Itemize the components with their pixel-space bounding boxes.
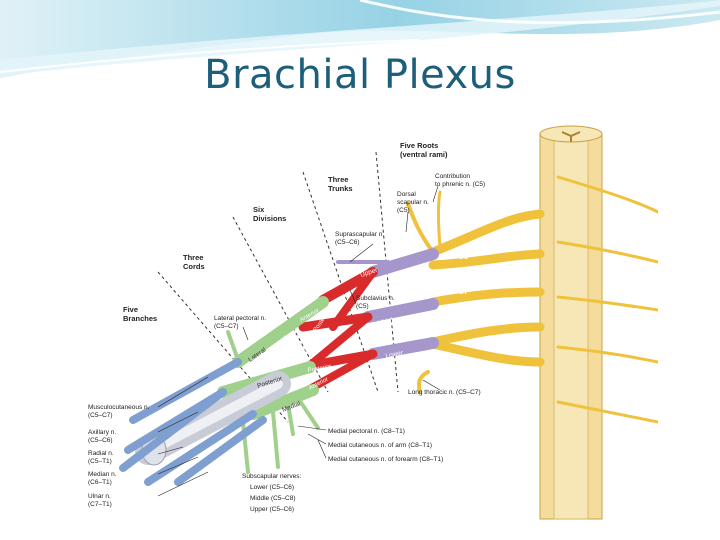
division-label-5: Posterior [307,364,332,374]
heading-cords-line1: Three [183,253,203,262]
divisions [298,267,378,394]
svg-text:Trunks: Trunks [328,184,353,193]
svg-text:Five Roots: Five Roots [400,141,438,150]
svg-text:(C5–C7): (C5–C7) [214,323,239,330]
svg-text:(C5): (C5) [397,207,410,214]
root-label-c8: C8 [450,320,461,329]
terminal-branch-labels: Musculocutaneous n. (C5–C7) Axillary n. … [88,404,150,508]
svg-text:scapular n.: scapular n. [397,199,429,206]
heading-cords-line2: Cords [183,262,205,271]
svg-text:Lower (C5–C6): Lower (C5–C6) [250,484,294,491]
label-medial-cutaneous-arm: Medial cutaneous n. of arm (C8–T1) [328,442,432,449]
label-musculocutaneous-line2: (C5–C7) [88,412,113,419]
svg-text:Five: Five [123,305,138,314]
heading-trunks-line1: Three [328,175,348,184]
label-dorsal-scapular-line2: scapular n. [397,199,429,206]
heading-five-roots-line2: (ventral rami) [400,150,448,159]
trunks [336,248,439,360]
svg-text:(C5–C6): (C5–C6) [335,239,360,246]
label-ulnar-line1: Ulnar n. [88,493,111,500]
svg-text:Cords: Cords [183,262,205,271]
root-labels: C5 C6 C7 C8 T1 [450,223,469,364]
svg-text:Radial n.: Radial n. [88,450,114,457]
heading-branches-line2: Branches [123,314,157,323]
svg-text:Subclavius n.: Subclavius n. [356,295,395,302]
label-medial-pectoral: Medial pectoral n. (C8–T1) [328,428,405,435]
label-axillary-line1: Axillary n. [88,429,116,436]
heading-five-roots-line1: Five Roots [400,141,438,150]
svg-text:(ventral rami): (ventral rami) [400,150,448,159]
label-subclavius-line2: (C5) [356,303,369,310]
heading-trunks-line2: Trunks [328,184,353,193]
label-radial-line2: (C5–T1) [88,458,112,465]
label-median-line1: Median n. [88,471,117,478]
svg-text:Axillary n.: Axillary n. [88,429,116,436]
label-subscapular-lower: Lower (C5–C6) [250,484,294,491]
svg-text:Subscapular nerves:: Subscapular nerves: [242,473,301,480]
spinal-cord [539,125,603,520]
trunk-label-lower: Lower [385,349,405,360]
roots [406,175,658,424]
label-suprascapular-line2: (C5–C6) [335,239,360,246]
label-subscapular-middle: Middle (C5–C8) [250,495,296,502]
svg-text:Musculocutaneous n.: Musculocutaneous n. [88,404,150,411]
trunk-label-middle: Middle [377,316,398,327]
heading-divisions-line2: Divisions [253,214,286,223]
svg-text:Contribution: Contribution [435,173,470,180]
label-ulnar-line2: (C7–T1) [88,501,112,508]
root-label-c7: C7 [458,287,469,296]
label-subclavius-line1: Subclavius n. [356,295,395,302]
label-dorsal-scapular-line3: (C5) [397,207,410,214]
label-radial-line1: Radial n. [88,450,114,457]
label-lateral-pectoral-line2: (C5–C7) [214,323,239,330]
svg-text:Middle (C5–C8): Middle (C5–C8) [250,495,296,502]
svg-text:to phrenic n. (C5): to phrenic n. (C5) [435,181,485,188]
svg-text:Lateral pectoral n.: Lateral pectoral n. [214,315,266,322]
label-suprascapular-line1: Suprascapular n. [335,231,384,238]
label-phrenic-line2: to phrenic n. (C5) [435,181,485,188]
label-long-thoracic: Long thoracic n. (C5–C7) [408,389,481,396]
division-label-4: Posterior [291,343,314,362]
svg-text:(C5): (C5) [356,303,369,310]
svg-text:Six: Six [253,205,265,214]
label-subscapular-heading: Subscapular nerves: [242,473,301,480]
label-subscapular-upper: Upper (C5–C6) [250,506,294,513]
slide-header-swoosh [0,0,720,78]
svg-text:Dorsal: Dorsal [397,191,416,198]
svg-text:Upper (C5–C6): Upper (C5–C6) [250,506,294,513]
svg-text:Three: Three [328,175,348,184]
svg-text:Three: Three [183,253,203,262]
svg-text:(C6–T1): (C6–T1) [88,479,112,486]
root-label-c6: C6 [458,252,469,261]
label-medial-cutaneous-forearm: Medial cutaneous n. of forearm (C8–T1) [328,456,443,463]
svg-text:(C7–T1): (C7–T1) [88,501,112,508]
svg-text:Branches: Branches [123,314,157,323]
nerve-labels: Contribution to phrenic n. (C5) Dorsal s… [214,173,485,513]
division-label-3: Anterior [282,333,304,342]
label-dorsal-scapular-line1: Dorsal [397,191,416,198]
label-musculocutaneous-line1: Musculocutaneous n. [88,404,150,411]
heading-divisions-line1: Six [253,205,265,214]
heading-branches-line1: Five [123,305,138,314]
root-label-t1: T1 [456,355,466,364]
label-median-line2: (C6–T1) [88,479,112,486]
svg-text:Divisions: Divisions [253,214,286,223]
region-headings: Five Roots (ventral rami) Three Trunks S… [123,141,448,323]
svg-text:Ulnar n.: Ulnar n. [88,493,111,500]
label-lateral-pectoral-line1: Lateral pectoral n. [214,315,266,322]
svg-text:(C5–C6): (C5–C6) [88,437,113,444]
leader-lines [157,185,441,497]
svg-text:Median n.: Median n. [88,471,117,478]
brachial-plexus-diagram: Five Roots (ventral rami) Three Trunks S… [88,125,658,520]
root-label-c5: C5 [454,223,465,232]
svg-text:(C5–T1): (C5–T1) [88,458,112,465]
label-axillary-line2: (C5–C6) [88,437,113,444]
label-phrenic-line1: Contribution [435,173,470,180]
svg-text:Suprascapular n.: Suprascapular n. [335,231,384,238]
svg-text:(C5–C7): (C5–C7) [88,412,113,419]
slide-title: Brachial Plexus [204,52,516,98]
